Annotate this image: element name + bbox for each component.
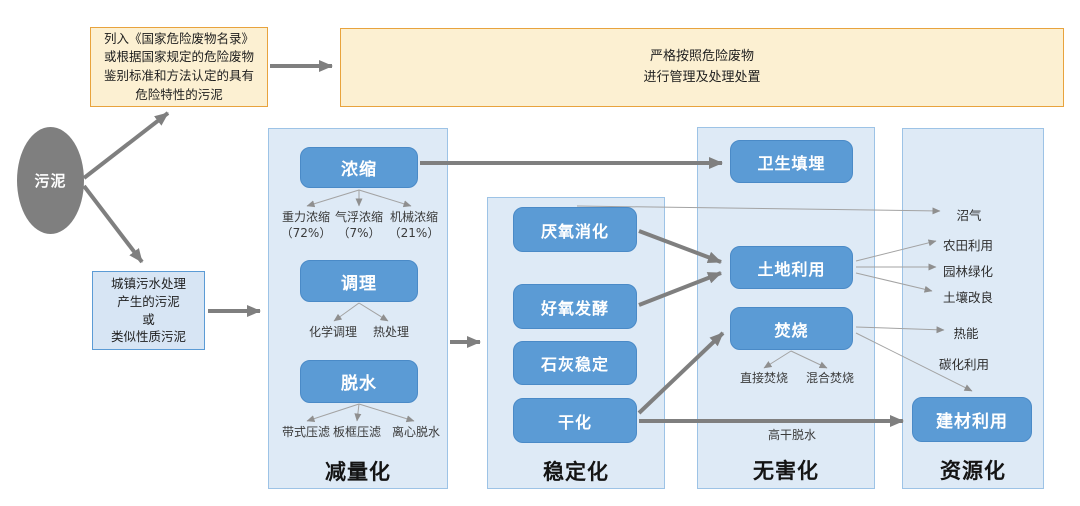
aerobic-fermentation-box: 好氧发酵 — [513, 284, 637, 329]
mechanical-thickening-label: 机械浓缩 （21%） — [389, 209, 440, 241]
sludge-label: 污泥 — [34, 172, 67, 190]
carbonization-use-label: 碳化利用 — [938, 357, 990, 372]
text-line: 或根据国家规定的危险废物 — [103, 49, 254, 65]
reduction-category-label: 减量化 — [325, 460, 391, 484]
reduction-panel — [268, 128, 448, 489]
building-material-use-box: 建材利用 — [912, 397, 1032, 442]
building-material-use-label: 建材利用 — [936, 412, 1008, 432]
method-name: 气浮浓缩 — [334, 210, 384, 224]
incineration-box: 焚烧 — [730, 307, 853, 350]
conditioning-box: 调理 — [300, 260, 418, 302]
centrifugal-dewatering-label: 离心脱水 — [391, 425, 441, 439]
anaerobic-digestion-label: 厌氧消化 — [540, 221, 609, 241]
line-anaerobic-to-biogas — [576, 205, 941, 215]
hazardous-sludge-definition-box: 列入《国家危险废物名录》 或根据国家规定的危险废物 鉴别标准和方法认定的具有 危… — [90, 27, 268, 107]
direct-incineration-label: 直接焚烧 — [739, 371, 789, 385]
arrow-drying-to-incineration — [637, 331, 725, 415]
line-incineration-to-building-material — [855, 332, 973, 392]
line-dewatering-to-centrifugal — [358, 403, 415, 423]
text-line: 或 — [142, 311, 155, 327]
anaerobic-digestion-box: 厌氧消化 — [513, 207, 637, 252]
sanitary-landfill-box: 卫生填埋 — [730, 140, 853, 183]
harmless-category-label: 无害化 — [753, 459, 819, 483]
biogas-label: 沼气 — [956, 208, 982, 223]
arrow-anaerobic-to-land-use — [638, 229, 722, 264]
soil-improvement-label: 土壤改良 — [942, 290, 994, 305]
dewatering-box: 脱水 — [300, 360, 418, 403]
conditioning-label: 调理 — [341, 273, 377, 294]
drying-box: 干化 — [513, 398, 637, 443]
plate-frame-press-label: 板框压滤 — [332, 425, 382, 439]
aerobic-fermentation-label: 好氧发酵 — [540, 298, 609, 318]
land-use-box: 土地利用 — [730, 246, 853, 289]
chemical-conditioning-label: 化学调理 — [308, 325, 358, 339]
high-dry-dewatering-label: 高干脱水 — [767, 428, 817, 442]
stabilization-category-label: 稳定化 — [543, 460, 609, 484]
text-line: 鉴别标准和方法认定的具有 — [103, 68, 254, 83]
belt-press-label: 带式压滤 — [281, 425, 331, 439]
method-name: 机械浓缩 — [389, 210, 438, 224]
text-line: 类似性质污泥 — [110, 329, 186, 345]
drying-label: 干化 — [557, 412, 592, 432]
line-incineration-to-mixed — [790, 350, 828, 369]
thickening-label: 浓缩 — [341, 160, 377, 180]
incineration-label: 焚烧 — [774, 320, 809, 340]
hazardous-handling-box: 严格按照危险废物 进行管理及处理处置 — [340, 28, 1064, 107]
method-pct: （7%） — [337, 226, 381, 241]
line-thickening-to-gravity — [306, 189, 360, 208]
gravity-thickening-label: 重力浓缩 （72%） — [281, 209, 332, 241]
method-pct: （72%） — [280, 226, 332, 241]
municipal-sludge-box: 城镇污水处理 产生的污泥 或 类似性质污泥 — [92, 271, 205, 350]
heat-energy-label: 热能 — [953, 326, 979, 341]
line-land-use-to-farmland — [855, 239, 937, 262]
line-thickening-to-mechanical — [358, 189, 412, 208]
method-pct: （21%） — [388, 226, 440, 241]
text-line: 进行管理及处理处置 — [643, 69, 761, 85]
lime-stabilization-label: 石灰稳定 — [540, 355, 609, 374]
line-incineration-to-direct — [763, 350, 792, 369]
text-line: 严格按照危险废物 — [649, 48, 754, 64]
landscaping-label: 园林绿化 — [942, 264, 994, 279]
line-dewatering-to-plate — [354, 403, 362, 422]
land-use-label: 土地利用 — [757, 259, 826, 279]
lime-stabilization-box: 石灰稳定 — [513, 341, 637, 385]
line-conditioning-to-thermal — [358, 302, 389, 322]
resource-category-label: 资源化 — [940, 459, 1006, 483]
mixed-incineration-label: 混合焚烧 — [805, 371, 855, 385]
line-land-use-to-soil-improvement — [855, 272, 933, 293]
farmland-use-label: 农田利用 — [942, 238, 994, 253]
line-conditioning-to-chemical — [333, 302, 360, 322]
line-incineration-to-heat — [855, 326, 945, 334]
line-dewatering-to-belt — [306, 403, 360, 422]
arrow-sludge-to-municipal-box — [82, 184, 144, 264]
sludge-source-node: 污泥 — [17, 127, 84, 234]
thickening-box: 浓缩 — [300, 147, 418, 188]
text-line: 危险特性的污泥 — [135, 86, 223, 102]
thermal-treatment-label: 热处理 — [372, 325, 410, 339]
text-line: 产生的污泥 — [117, 293, 180, 309]
dewatering-label: 脱水 — [341, 374, 377, 394]
text-line: 城镇污水处理 — [110, 276, 186, 291]
sanitary-landfill-label: 卫生填埋 — [757, 153, 826, 173]
text-line: 列入《国家危险废物名录》 — [103, 30, 254, 46]
flotation-thickening-label: 气浮浓缩 （7%） — [335, 209, 383, 241]
arrow-sludge-to-hazardous-box — [82, 111, 170, 180]
method-name: 重力浓缩 — [281, 210, 330, 224]
arrow-aerobic-to-land-use — [638, 271, 722, 307]
